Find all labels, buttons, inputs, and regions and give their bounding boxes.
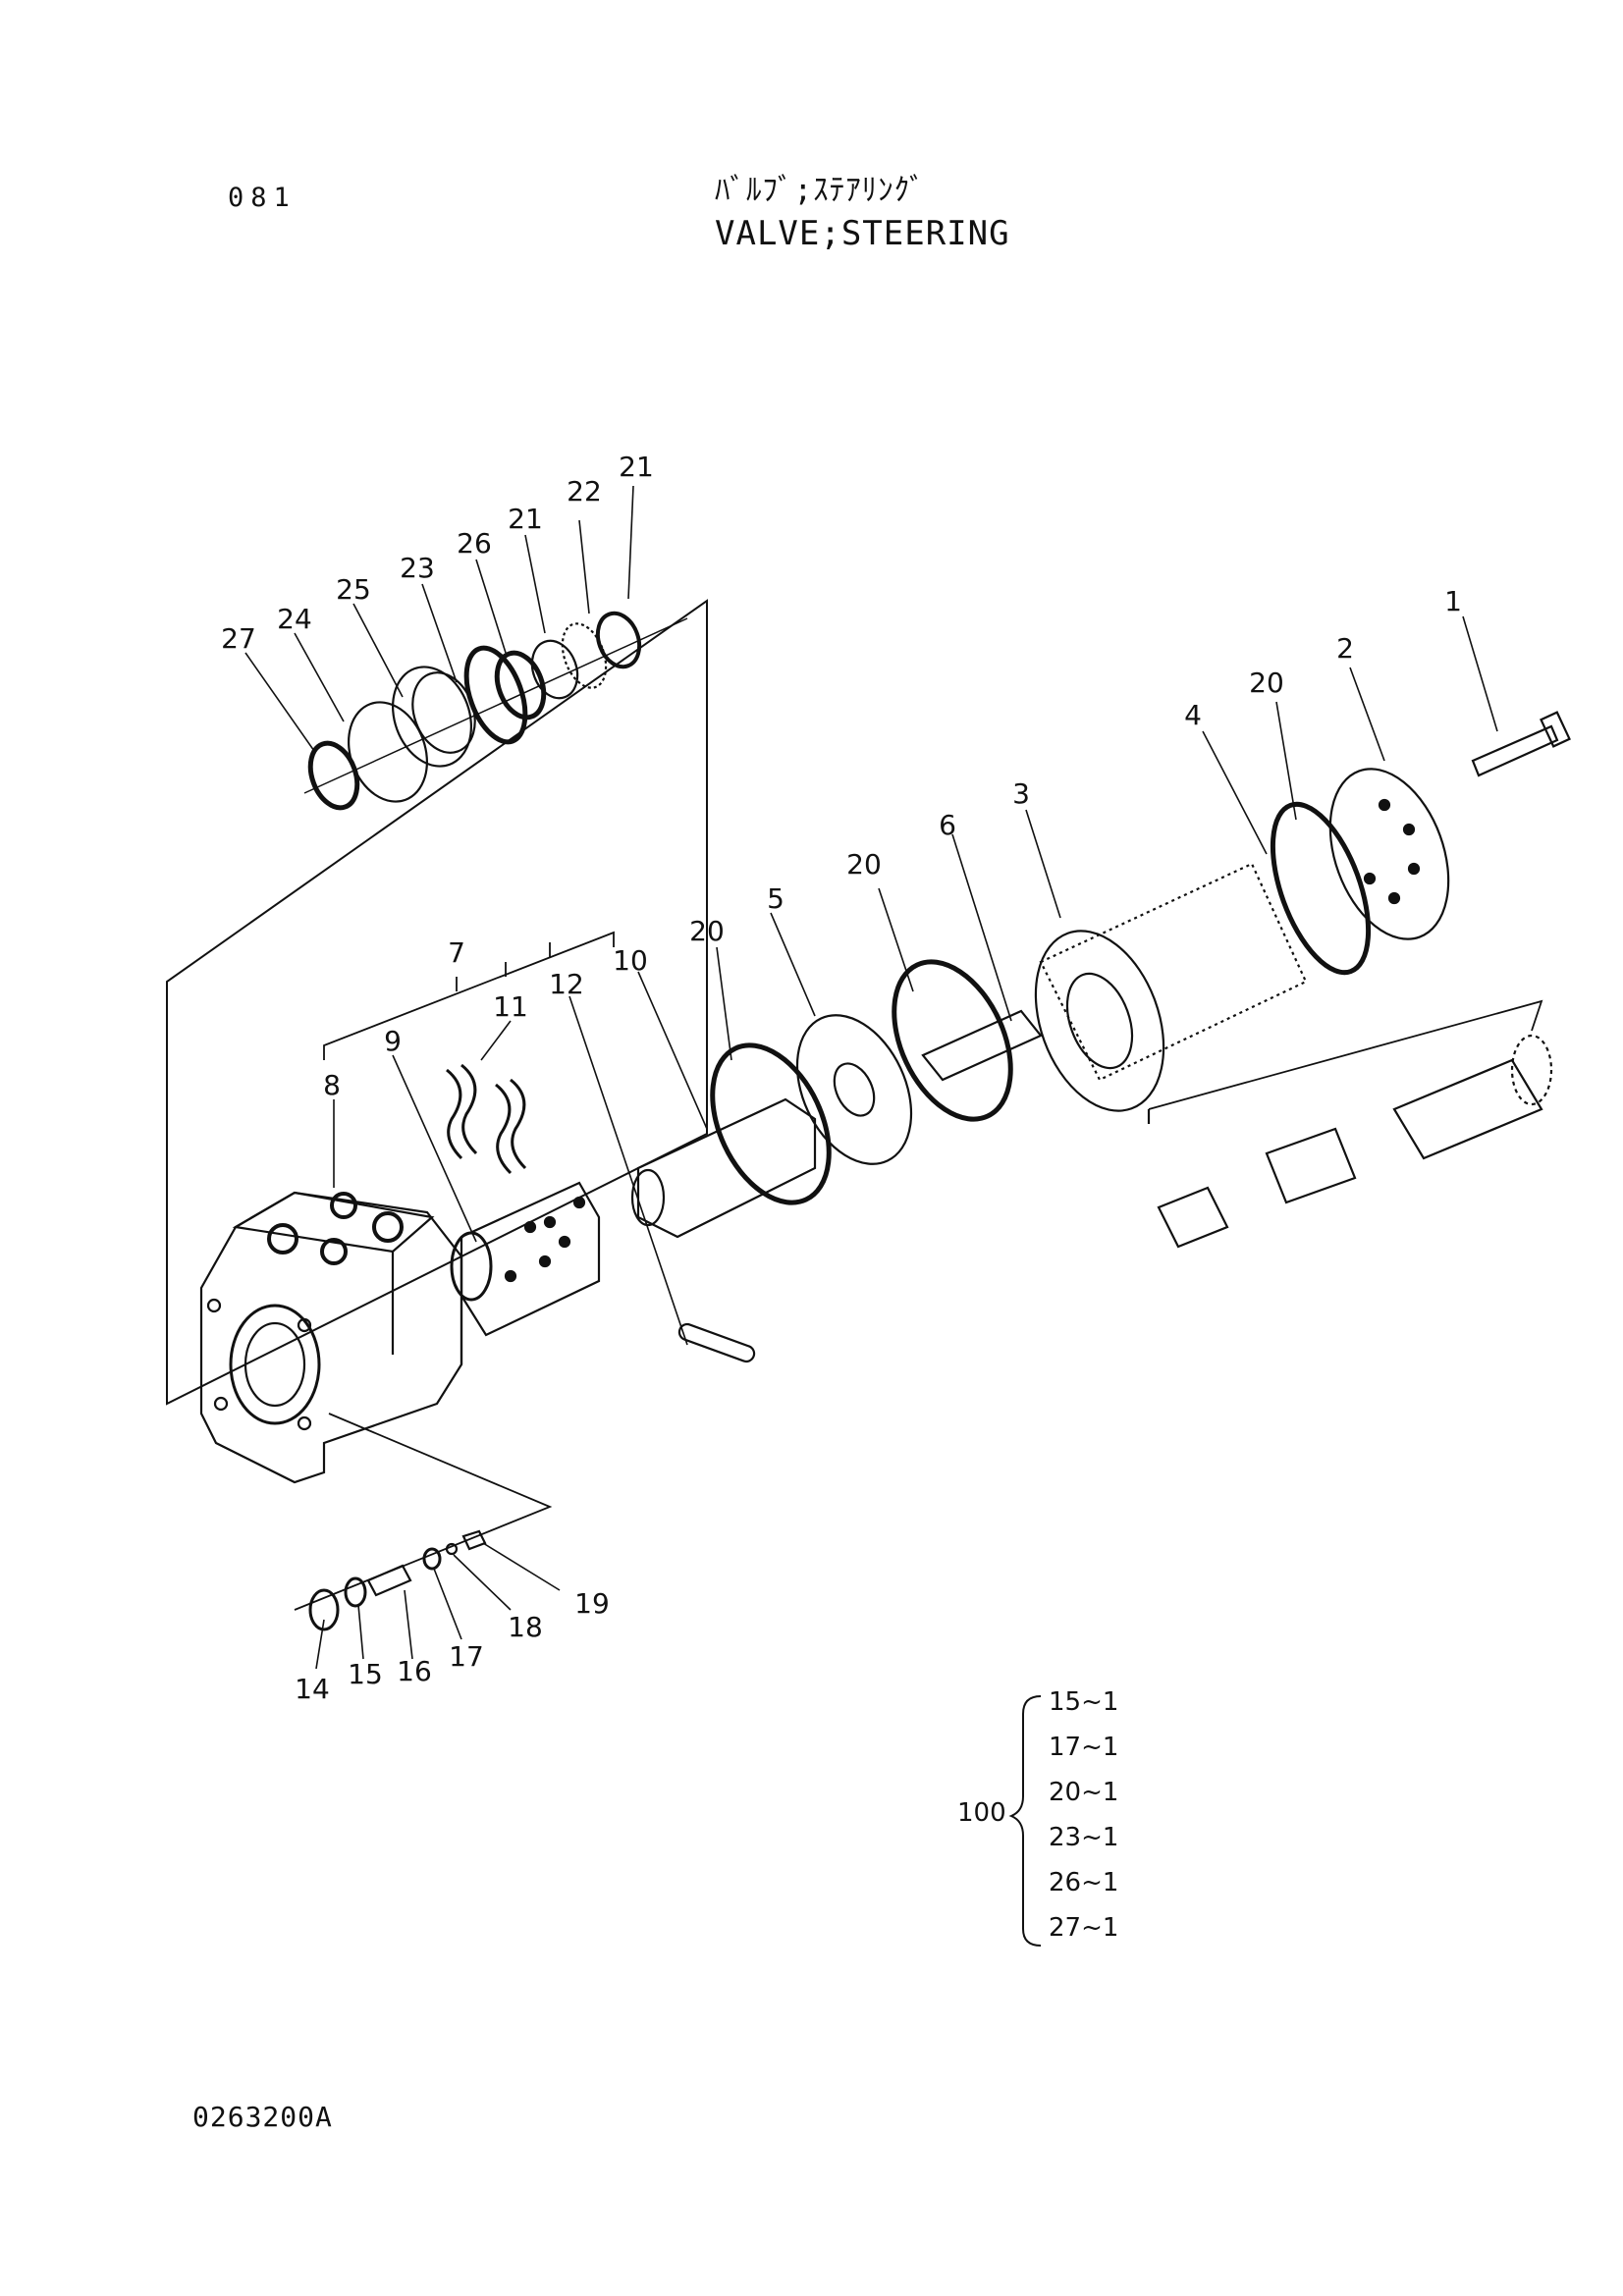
callout-22: 22 [567, 475, 602, 507]
relief-valve-parts [294, 1413, 553, 1631]
callout-2: 2 [1336, 632, 1354, 665]
title-japanese: ﾊﾞﾙﾌﾞ;ｽﾃｱﾘﾝｸﾞ [715, 173, 926, 208]
valve-housing [199, 1191, 463, 1484]
kit-label: 100 [957, 1798, 1006, 1828]
callout-21b: 21 [619, 451, 654, 483]
bracket-7 [323, 931, 615, 1060]
callout-20b: 20 [846, 848, 882, 881]
drawing-code: 0263200A [192, 2101, 333, 2133]
end-cover [1328, 768, 1450, 940]
title-english: VALVE;STEERING [715, 214, 1010, 253]
gear-subassembly-group [1147, 999, 1553, 1249]
kit-list: 100 15~1 17~1 20~1 23~1 26~1 27~1 [957, 1687, 1118, 1943]
drive-shaft [921, 1009, 1043, 1082]
callout-20c: 20 [689, 915, 725, 947]
bolt [1471, 711, 1571, 777]
callout-20a: 20 [1249, 667, 1284, 699]
callout-7: 7 [448, 936, 465, 969]
kit-item: 26~1 [1049, 1868, 1118, 1897]
callout-3: 3 [1012, 777, 1030, 810]
seal-group [166, 599, 708, 1406]
callout-10: 10 [613, 944, 648, 977]
kit-brace [1008, 1695, 1042, 1947]
kit-item: 27~1 [1049, 1913, 1118, 1943]
kit-item: 15~1 [1049, 1687, 1118, 1717]
callout-23: 23 [400, 552, 435, 584]
callout-8: 8 [323, 1069, 341, 1101]
callout-11: 11 [493, 990, 528, 1023]
callout-19: 19 [574, 1587, 610, 1620]
callout-18: 18 [508, 1611, 543, 1643]
callout-17: 17 [449, 1640, 484, 1673]
callout-25: 25 [336, 573, 371, 606]
kit-item: 17~1 [1049, 1733, 1118, 1762]
callout-1: 1 [1444, 585, 1462, 617]
centering-springs [446, 1063, 527, 1175]
page-number: 081 [228, 183, 297, 213]
callout-4: 4 [1184, 699, 1202, 731]
callout-9: 9 [384, 1025, 402, 1057]
kit-item: 23~1 [1049, 1823, 1118, 1852]
kit-item: 20~1 [1049, 1778, 1118, 1807]
leader-lines [244, 485, 1498, 1670]
callout-16: 16 [397, 1655, 432, 1687]
callout-24: 24 [277, 603, 312, 635]
gerotor-gear-set [1034, 862, 1308, 1112]
callout-6: 6 [939, 809, 956, 841]
callout-5: 5 [767, 882, 784, 915]
callout-21a: 21 [508, 503, 543, 535]
callout-27: 27 [221, 622, 256, 655]
callout-14: 14 [295, 1673, 330, 1705]
callout-12: 12 [549, 968, 584, 1000]
sleeve-spool [450, 1097, 817, 1337]
pin [677, 1322, 756, 1363]
orings-plate [710, 801, 1372, 1205]
callout-15: 15 [348, 1658, 383, 1690]
callout-26: 26 [457, 527, 492, 560]
